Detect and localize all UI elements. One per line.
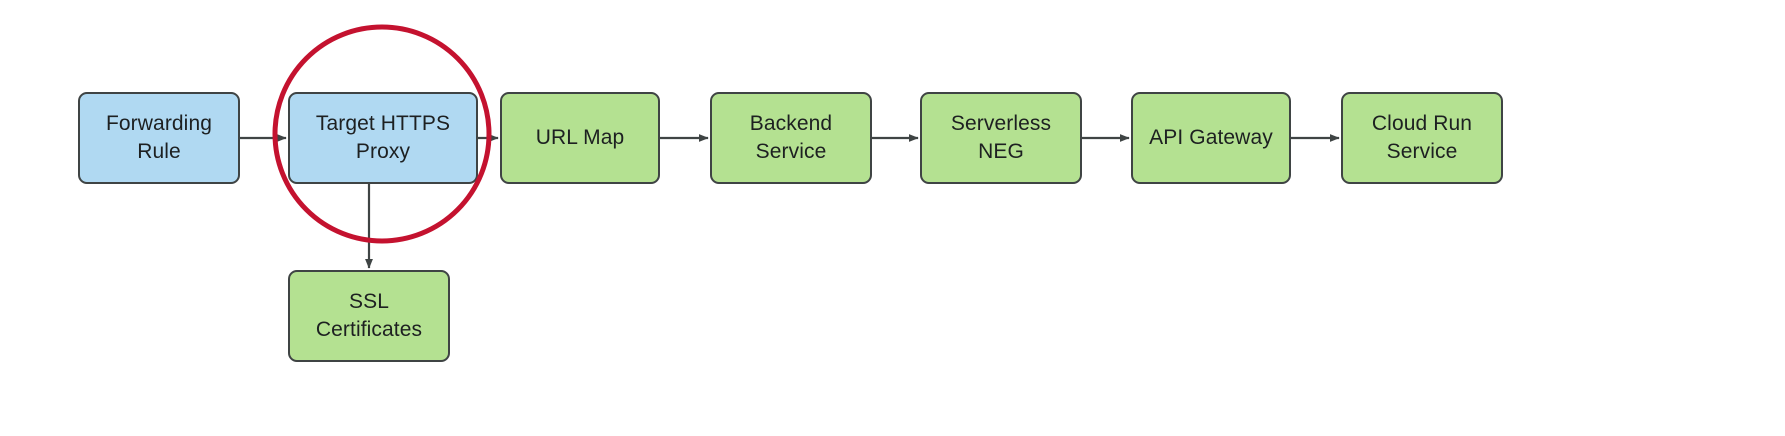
node-label-ssl-certificates: SSL Certificates <box>315 290 423 341</box>
node-backend-service[interactable]: Backend Service <box>710 92 872 184</box>
node-cloud-run-service[interactable]: Cloud Run Service <box>1341 92 1503 184</box>
node-label-forwarding-rule: Forwarding Rule <box>105 112 213 163</box>
node-label-target-https-proxy: Target HTTPS Proxy <box>315 112 451 163</box>
node-ssl-certificates[interactable]: SSL Certificates <box>288 270 450 362</box>
node-url-map[interactable]: URL Map <box>500 92 660 184</box>
node-label-url-map: URL Map <box>535 126 625 150</box>
node-api-gateway[interactable]: API Gateway <box>1131 92 1291 184</box>
node-label-backend-service: Backend Service <box>749 112 833 163</box>
node-label-cloud-run-service: Cloud Run Service <box>1371 112 1473 163</box>
node-serverless-neg[interactable]: Serverless NEG <box>920 92 1082 184</box>
node-label-serverless-neg: Serverless NEG <box>950 112 1052 163</box>
node-forwarding-rule[interactable]: Forwarding Rule <box>78 92 240 184</box>
node-label-api-gateway: API Gateway <box>1149 126 1273 150</box>
node-target-https-proxy[interactable]: Target HTTPS Proxy <box>288 92 478 184</box>
